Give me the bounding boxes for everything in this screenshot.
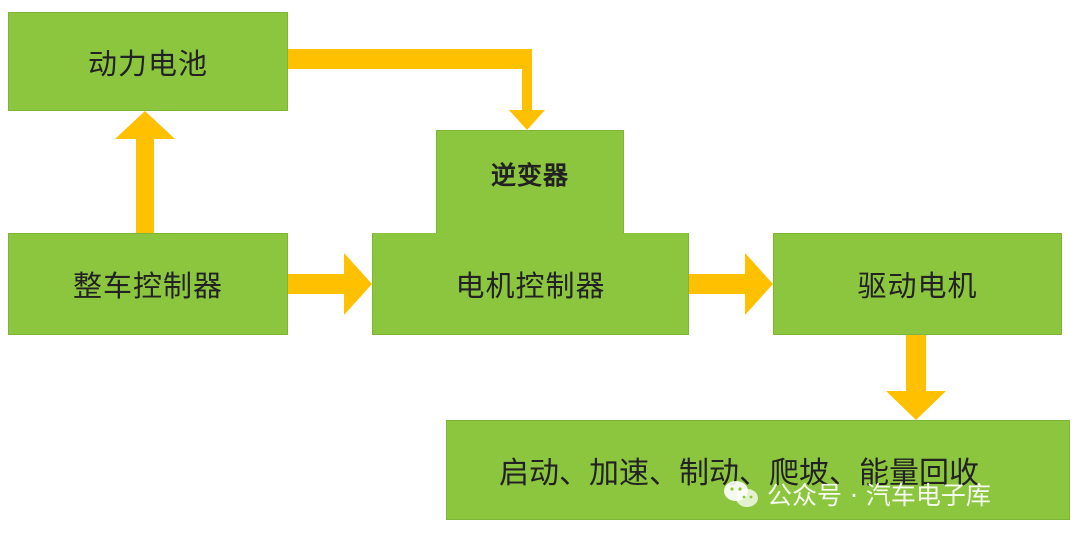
wechat-icon bbox=[724, 481, 758, 507]
arrow-mcu-to-motor bbox=[689, 253, 773, 315]
watermark-text: 公众号 · 汽车电子库 bbox=[767, 481, 991, 510]
arrow-vcu-to-battery bbox=[115, 111, 175, 233]
node-vehicle-controller: 整车控制器 bbox=[8, 233, 288, 335]
arrow-vcu-to-mcu bbox=[288, 253, 372, 315]
node-vehicle-controller-label: 整车控制器 bbox=[72, 269, 223, 303]
node-inverter-label: 逆变器 bbox=[490, 160, 569, 190]
node-drive-motor-label: 驱动电机 bbox=[857, 269, 978, 303]
node-motor-controller: 电机控制器 bbox=[372, 233, 689, 335]
node-functions: 启动、加速、制动、爬坡、能量回收 bbox=[446, 420, 1070, 520]
node-drive-motor: 驱动电机 bbox=[773, 233, 1062, 335]
arrow-battery-to-inverter bbox=[288, 49, 545, 130]
arrow-motor-to-functions bbox=[886, 335, 946, 420]
node-inverter: 逆变器 bbox=[436, 130, 624, 234]
node-battery: 动力电池 bbox=[8, 12, 288, 111]
node-battery-label: 动力电池 bbox=[87, 46, 208, 81]
node-motor-controller-label: 电机控制器 bbox=[455, 268, 606, 303]
watermark: 公众号 · 汽车电子库 bbox=[723, 476, 991, 512]
